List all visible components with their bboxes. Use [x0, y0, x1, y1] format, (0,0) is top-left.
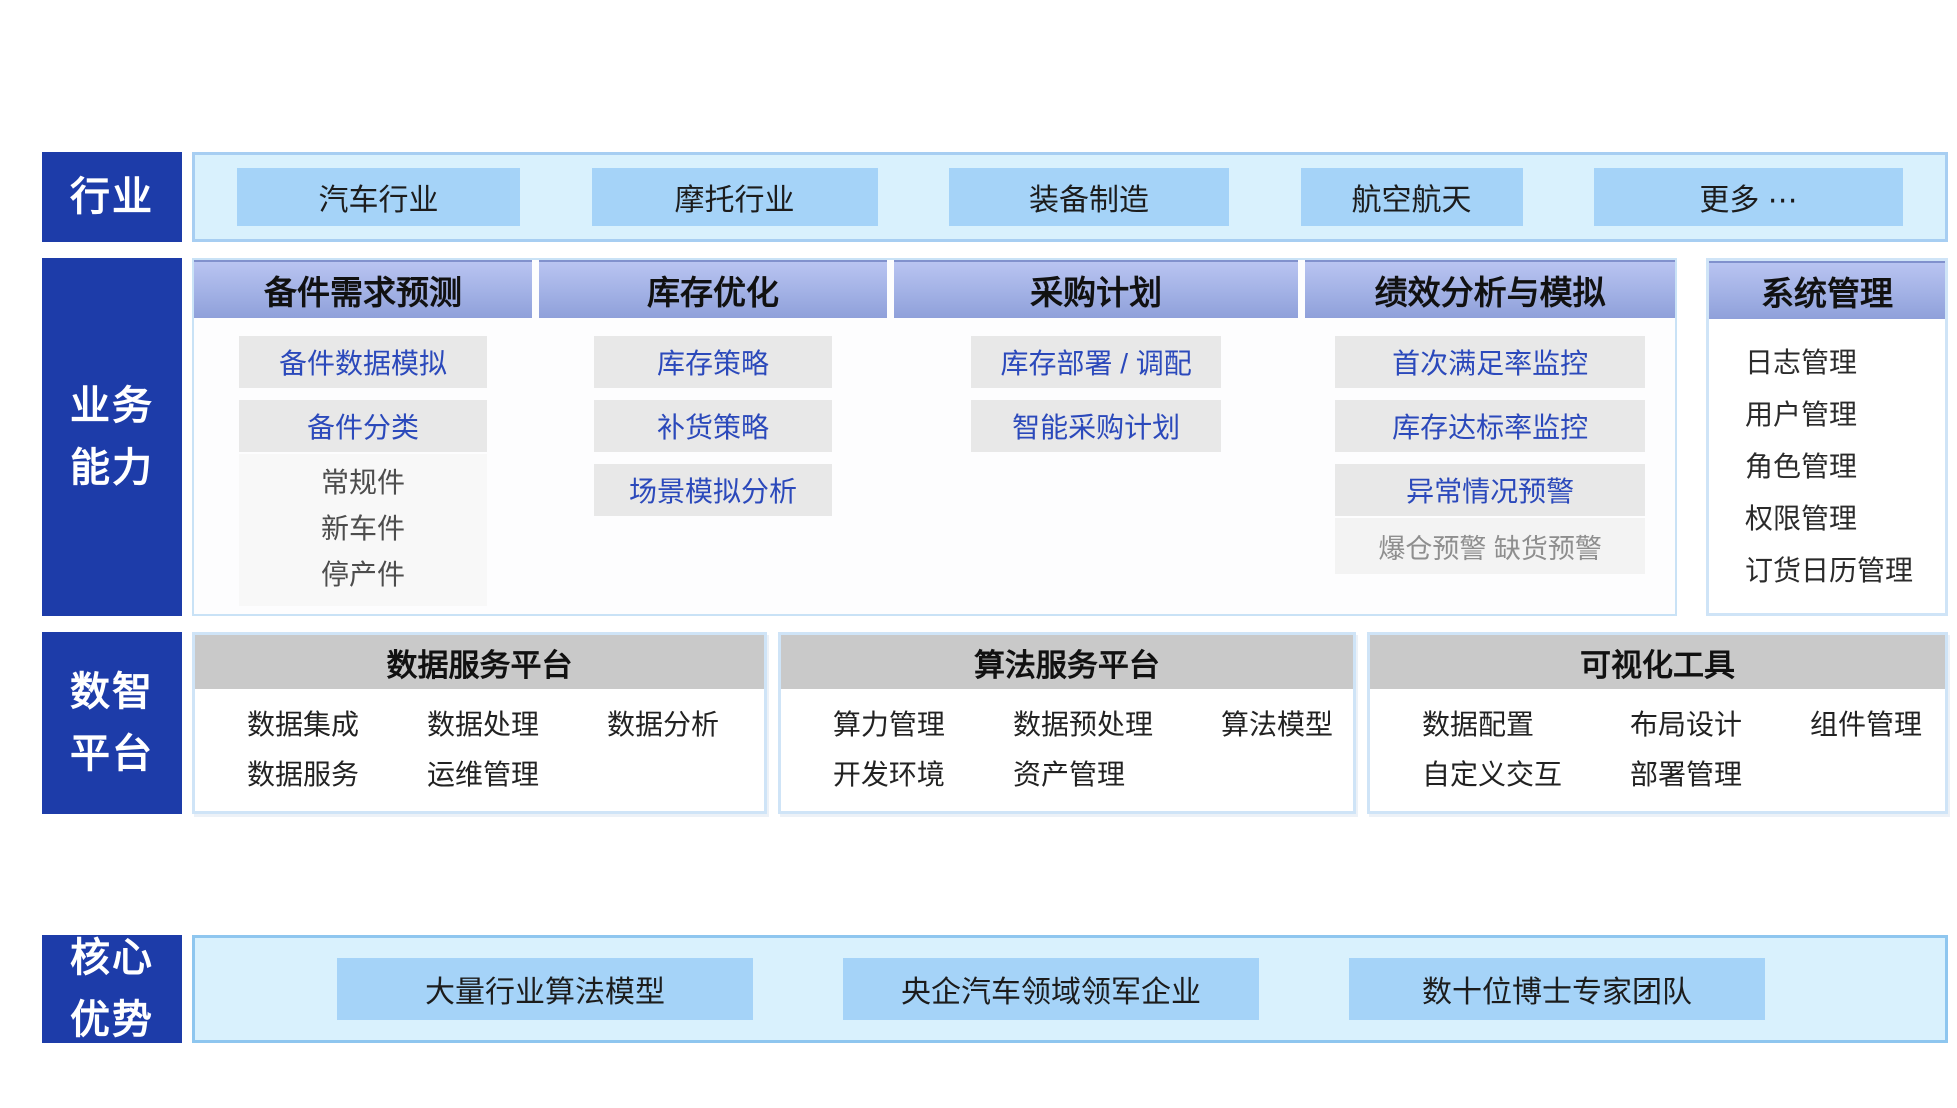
capability-item: 库存策略	[593, 336, 832, 388]
platform-item: 自定义交互	[1421, 759, 1562, 790]
advantage-chip-phd-team: 数十位博士专家团队	[1349, 958, 1765, 1020]
system-management-items: 日志管理 用户管理 角色管理 权限管理 订货日历管理	[1709, 319, 1945, 597]
capability-item: 智能采购计划	[971, 400, 1222, 452]
capability-column-demand-forecast: 备件需求预测 备件数据模拟 备件分类 常规件 新车件 停产件	[194, 260, 532, 614]
rail-label-digital-platform: 数智 平台	[42, 632, 182, 814]
platform-title: 可视化工具	[1369, 635, 1945, 689]
system-item: 角色管理	[1745, 451, 1858, 482]
industry-band: 汽车行业 摩托行业 装备制造 航空航天 更多 ⋯	[192, 152, 1948, 242]
platform-items: 数据集成 数据处理 数据分析 数据服务 运维管理	[195, 689, 764, 795]
platform-row: 数据服务平台 数据集成 数据处理 数据分析 数据服务 运维管理 算法服务平台 算…	[192, 632, 1948, 814]
capability-item: 补货策略	[593, 400, 832, 452]
industry-chip-automotive: 汽车行业	[237, 168, 520, 226]
system-item: 日志管理	[1745, 347, 1858, 378]
platform-item: 运维管理	[427, 759, 540, 790]
advantage-band: 大量行业算法模型 央企汽车领域领军企业 数十位博士专家团队	[192, 935, 1948, 1043]
platform-items: 算力管理 数据预处理 算法模型 开发环境 资产管理	[781, 689, 1353, 795]
capability-panel: 备件需求预测 备件数据模拟 备件分类 常规件 新车件 停产件 库存优化 库存策略…	[192, 258, 1677, 616]
capability-subitem: 新车件	[320, 513, 405, 544]
rail-label-core-advantage: 核心 优势	[42, 935, 182, 1043]
platform-title: 算法服务平台	[780, 635, 1353, 689]
capability-item: 异常情况预警	[1335, 464, 1646, 516]
capability-item: 库存达标率监控	[1335, 400, 1646, 452]
platform-card-data-service: 数据服务平台 数据集成 数据处理 数据分析 数据服务 运维管理	[192, 632, 767, 814]
industry-chip-equipment: 装备制造	[949, 168, 1229, 226]
capability-subitem-group: 常规件 新车件 停产件	[238, 454, 487, 606]
capability-column-title: 库存优化	[538, 260, 888, 318]
capability-column-performance-analysis: 绩效分析与模拟 首次满足率监控 库存达标率监控 异常情况预警 爆仓预警 缺货预警	[1305, 260, 1675, 614]
platform-item: 组件管理	[1810, 709, 1923, 740]
rail-label-text: 核心	[70, 936, 154, 980]
capability-warning-subitems: 爆仓预警 缺货预警	[1335, 518, 1646, 574]
industry-chip-more: 更多 ⋯	[1594, 168, 1903, 226]
capability-item: 备件数据模拟	[238, 336, 487, 388]
platform-item: 资产管理	[1012, 759, 1125, 790]
platform-item: 布局设计	[1629, 709, 1742, 740]
advantage-chip-algorithm-models: 大量行业算法模型	[337, 958, 753, 1020]
platform-item: 数据预处理	[1012, 709, 1153, 740]
platform-item: 数据集成	[247, 709, 360, 740]
platform-items: 数据配置 布局设计 组件管理 自定义交互 部署管理	[1370, 689, 1945, 795]
industry-chip-motorcycle: 摩托行业	[591, 168, 878, 226]
platform-item: 开发环境	[832, 759, 945, 790]
capability-item: 首次满足率监控	[1335, 336, 1646, 388]
rail-label-text: 平台	[70, 732, 154, 776]
capability-item: 备件分类	[238, 400, 487, 452]
platform-item: 数据分析	[607, 709, 720, 740]
capability-subitem: 停产件	[320, 559, 405, 590]
rail-label-text: 行业	[70, 175, 154, 219]
capability-column-inventory-optimization: 库存优化 库存策略 补货策略 场景模拟分析	[538, 260, 888, 614]
platform-item: 算力管理	[832, 709, 945, 740]
rail-label-business-capability: 业务 能力	[42, 258, 182, 616]
rail-label-text: 优势	[70, 998, 154, 1042]
platform-card-visualization-tools: 可视化工具 数据配置 布局设计 组件管理 自定义交互 部署管理	[1366, 632, 1948, 814]
capability-column-title: 采购计划	[894, 260, 1299, 318]
rail-label-industry: 行业	[42, 152, 182, 242]
capability-subitem: 常规件	[320, 467, 405, 498]
system-management-card: 系统管理 日志管理 用户管理 角色管理 权限管理 订货日历管理	[1706, 258, 1948, 616]
system-item: 用户管理	[1745, 399, 1858, 430]
capability-item: 库存部署 / 调配	[971, 336, 1222, 388]
platform-item: 数据处理	[427, 709, 540, 740]
platform-item: 数据服务	[247, 759, 360, 790]
capability-column-title: 绩效分析与模拟	[1305, 260, 1675, 318]
capability-item: 场景模拟分析	[593, 464, 832, 516]
capability-column-title: 备件需求预测	[194, 260, 532, 318]
platform-item: 部署管理	[1629, 759, 1742, 790]
platform-title: 数据服务平台	[195, 635, 764, 689]
rail-label-text: 业务	[70, 384, 154, 428]
rail-label-text: 数智	[70, 670, 154, 714]
platform-item: 数据配置	[1421, 709, 1534, 740]
system-management-title: 系统管理	[1709, 261, 1945, 319]
system-item: 权限管理	[1745, 503, 1858, 534]
platform-item: 算法模型	[1220, 709, 1333, 740]
platform-card-algorithm-service: 算法服务平台 算力管理 数据预处理 算法模型 开发环境 资产管理	[777, 632, 1356, 814]
rail-label-text: 能力	[70, 446, 154, 490]
system-item: 订货日历管理	[1745, 555, 1914, 586]
industry-chip-aerospace: 航空航天	[1300, 168, 1523, 226]
advantage-chip-leading-enterprise: 央企汽车领域领军企业	[843, 958, 1259, 1020]
capability-column-procurement-plan: 采购计划 库存部署 / 调配 智能采购计划	[894, 260, 1299, 614]
